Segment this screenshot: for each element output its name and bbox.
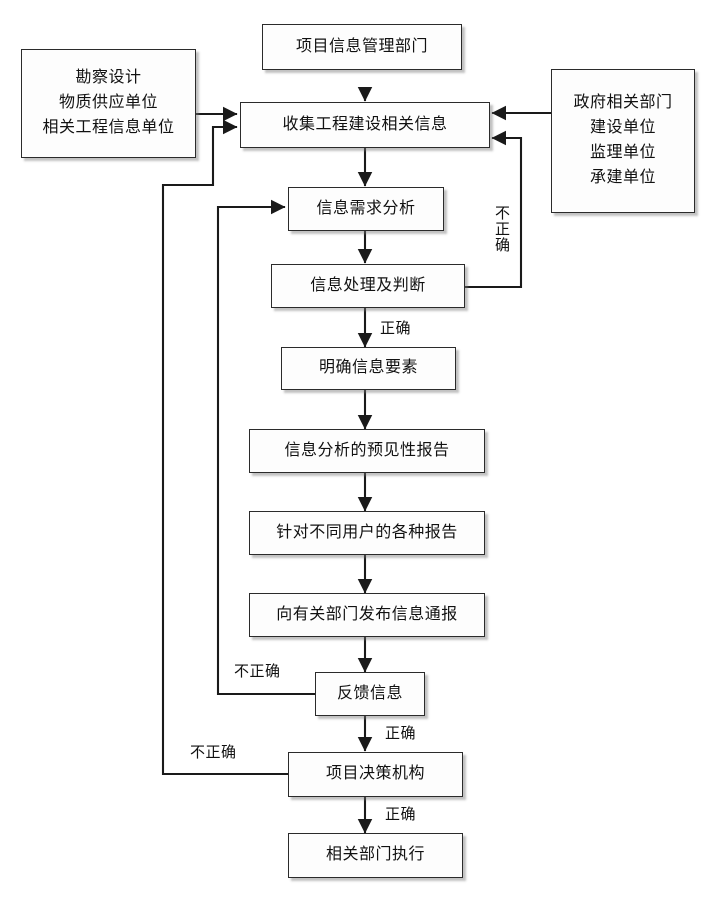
node-feedback-info[interactable]: 反馈信息 (315, 672, 425, 716)
right-sources-line-4: 承建单位 (589, 168, 656, 186)
node-info-process-and-judge[interactable]: 信息处理及判断 (271, 264, 465, 308)
info-process-and-judge-label: 信息处理及判断 (310, 276, 426, 294)
right-sources-line-2: 建设单位 (589, 119, 656, 137)
node-predictive-analysis-report[interactable]: 信息分析的预见性报告 (249, 429, 485, 473)
edge-feedback-to-demand-incorrect (216, 199, 317, 696)
node-clarify-info-elements[interactable]: 明确信息要素 (281, 347, 456, 390)
edge-label-incorrect-decision: 不正确 (190, 745, 237, 761)
edge-label-correct-after-judge: 正确 (380, 321, 412, 337)
edge-decision-to-collect-incorrect (161, 119, 290, 776)
node-collect-construction-info[interactable]: 收集工程建设相关信息 (240, 102, 490, 148)
publish-info-bulletin-label: 向有关部门发布信息通报 (276, 605, 458, 623)
left-sources-line-3: 相关工程信息单位 (42, 118, 175, 136)
info-demand-analysis-label: 信息需求分析 (316, 199, 416, 217)
relevant-depts-execute-label: 相关部门执行 (325, 846, 425, 864)
edge-process-to-collect-incorrect (463, 130, 523, 289)
edge-label-incorrect-feedback: 不正确 (234, 664, 281, 680)
right-sources-line-3: 监理单位 (589, 144, 656, 161)
collect-construction-info-label: 收集工程建设相关信息 (282, 115, 448, 133)
left-sources-line-2: 物质供应单位 (58, 94, 158, 112)
left-sources-line-1: 勘察设计 (75, 69, 142, 87)
node-reports-for-different-users[interactable]: 针对不同用户的各种报告 (249, 511, 485, 555)
node-left-sources[interactable]: 勘察设计 物质供应单位 相关工程信息单位 (21, 49, 196, 158)
node-info-demand-analysis[interactable]: 信息需求分析 (288, 187, 444, 231)
edge-label-incorrect-right: 不正确 (493, 205, 509, 253)
reports-for-different-users-label: 针对不同用户的各种报告 (276, 523, 458, 541)
node-project-decision-body[interactable]: 项目决策机构 (288, 752, 463, 797)
edge-label-correct-after-feedback: 正确 (385, 726, 417, 742)
node-publish-info-bulletin[interactable]: 向有关部门发布信息通报 (249, 593, 485, 637)
right-sources-line-1: 政府相关部门 (573, 94, 673, 112)
edge-label-correct-after-decision: 正确 (385, 807, 417, 823)
feedback-info-label: 反馈信息 (336, 684, 403, 702)
node-right-sources[interactable]: 政府相关部门 建设单位 监理单位 承建单位 (551, 69, 695, 213)
node-relevant-depts-execute[interactable]: 相关部门执行 (288, 833, 463, 878)
node-project-info-management-dept[interactable]: 项目信息管理部门 (262, 24, 462, 70)
clarify-info-elements-label: 明确信息要素 (318, 359, 418, 377)
project-decision-body-label: 项目决策机构 (325, 765, 425, 783)
predictive-analysis-report-label: 信息分析的预见性报告 (284, 441, 450, 459)
project-info-management-dept-label: 项目信息管理部门 (295, 37, 428, 55)
